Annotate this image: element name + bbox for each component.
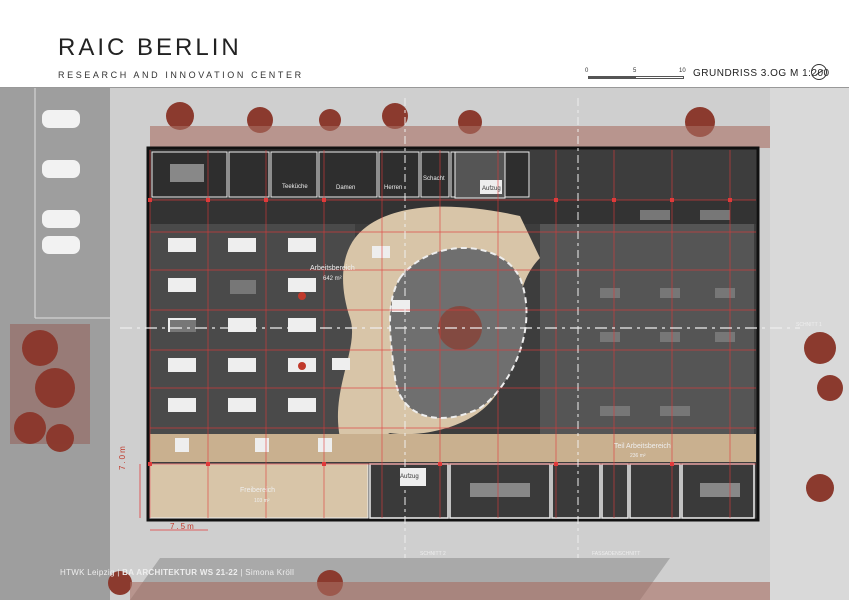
area-arbeitsbereich: 642 m² — [323, 276, 342, 282]
footer-author: Simona Kröll — [245, 568, 295, 577]
area-teil-arbeitsbereich: 236 m² — [630, 453, 646, 459]
scale-tick-10: 10 — [679, 68, 686, 74]
drawing-scale-label: GRUNDRISS 3.OG M 1:200 — [693, 68, 830, 79]
footer-program: BA ARCHITEKTUR WS 21-22 — [122, 568, 238, 577]
header-divider — [0, 87, 849, 88]
room-label-herren: Herren — [384, 185, 403, 191]
footer-school: HTWK Leipzig — [60, 568, 115, 577]
room-label-aufzug-top: Aufzug — [482, 186, 501, 192]
north-arrow-icon — [811, 64, 827, 80]
room-label-arbeitsbereich: Arbeitsbereich — [310, 265, 355, 272]
section-label-schnitt1: SCHNITT 1 — [796, 322, 822, 328]
structural-grid — [149, 150, 756, 518]
scale-bar — [588, 76, 684, 79]
scale-tick-0: 0 — [585, 68, 589, 74]
room-label-teil-arbeitsbereich: Teil Arbeitsbereich — [614, 443, 671, 450]
room-label-freibereich: Freibereich — [240, 487, 276, 494]
dimension-vertical: 7.0m — [118, 444, 127, 470]
section-label-schnitt2: SCHNITT 2 — [420, 551, 446, 557]
project-title: RAIC BERLIN — [58, 34, 242, 61]
project-subtitle: RESEARCH AND INNOVATION CENTER — [58, 70, 304, 80]
dimension-horizontal: 7.5m — [170, 522, 196, 531]
room-label-damen: Damen — [336, 185, 356, 191]
floor-plan-drawing — [0, 88, 849, 600]
footer-credits: HTWK Leipzig | BA ARCHITEKTUR WS 21-22 |… — [60, 568, 295, 577]
room-label-aufzug-bottom: Aufzug — [400, 474, 419, 480]
scale-tick-5: 5 — [633, 68, 637, 74]
area-freibereich: 103 m² — [254, 498, 270, 504]
title-block: RAIC BERLIN RESEARCH AND INNOVATION CENT… — [0, 0, 849, 88]
room-label-schacht: Schacht — [423, 176, 445, 182]
room-label-teekueche: Teeküche — [282, 184, 308, 190]
section-label-fassadenschnitt: FASSADENSCHNITT — [592, 551, 641, 557]
parked-car-icon — [42, 110, 80, 254]
